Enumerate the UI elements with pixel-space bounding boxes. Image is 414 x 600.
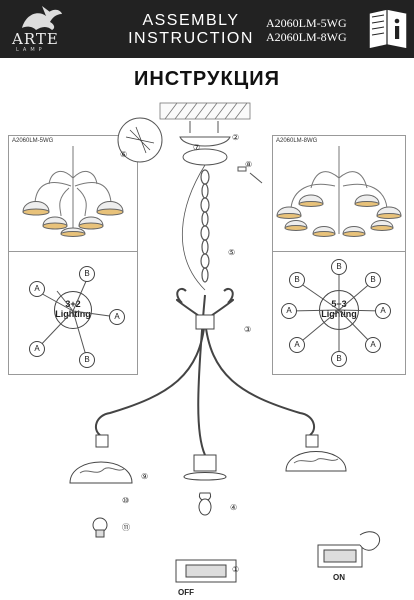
switch-node-a: A <box>375 303 391 319</box>
switch-node-b: B <box>79 352 95 368</box>
ceiling-hatch <box>159 102 251 120</box>
step-marker-6: ⑥ <box>120 150 128 159</box>
switch-node-a: A <box>281 303 297 319</box>
switch-on-label: ON <box>333 573 345 582</box>
step-marker-7: ⑦ <box>193 143 201 152</box>
model-2: A2060LM-8WG <box>266 30 347 44</box>
step-marker-9: ⑨ <box>141 472 149 481</box>
left-model-panel: A2060LM-5WG 3+2 Lighting <box>8 135 138 375</box>
right-model-label: A2060LM-8WG <box>276 138 318 144</box>
griffin-logo-icon <box>22 6 62 31</box>
document-title: ИНСТРУКЦИЯ <box>133 68 281 90</box>
step-marker-1: ① <box>232 565 240 574</box>
step-marker-4: ④ <box>230 503 238 512</box>
lighting-connector-lines <box>36 278 118 360</box>
switch-off-label: OFF <box>178 588 194 597</box>
info-book-icon <box>368 8 408 50</box>
assembly-diagram <box>69 102 380 583</box>
chandelier-5-lamp-illustration <box>22 146 124 237</box>
switch-node-b: B <box>289 272 305 288</box>
header-bar: ARTE LAMP ASSEMBLY INSTRUCTION A2060LM-5… <box>0 0 414 58</box>
switch-node-a: A <box>29 341 45 357</box>
brand-subtitle: LAMP <box>16 47 46 53</box>
step-marker-2: ② <box>232 133 240 142</box>
title-line-1: ASSEMBLY <box>142 12 240 29</box>
title-line-2: INSTRUCTION <box>128 30 254 47</box>
switch-node-b: B <box>365 272 381 288</box>
step-marker-3: ③ <box>244 325 252 334</box>
step-marker-10: ⑩ <box>122 496 130 505</box>
panel-divider <box>9 251 137 252</box>
switch-node-a: A <box>289 337 305 353</box>
chandelier-8-lamp-illustration <box>276 146 402 237</box>
switch-node-b: B <box>79 266 95 282</box>
switch-node-a: B <box>331 259 347 275</box>
step-marker-8: ⑧ <box>245 160 253 169</box>
brand-name: ARTE <box>12 30 59 48</box>
switch-node-a: A <box>109 309 125 325</box>
lighting-center-circle <box>54 291 92 329</box>
switch-node-b: B <box>331 351 347 367</box>
model-list: A2060LM-5WG A2060LM-8WG <box>266 16 366 44</box>
model-1: A2060LM-5WG <box>266 16 347 30</box>
step-marker-11: ⑪ <box>122 523 130 532</box>
lighting-mode-label: 3+2 Lighting <box>55 299 91 319</box>
right-model-panel: A2060LM-8WG 5+3 Lighting <box>272 135 406 375</box>
left-model-label: A2060LM-5WG <box>12 138 54 144</box>
panel-divider <box>273 251 405 252</box>
assembly-title: ASSEMBLY INSTRUCTION <box>116 12 266 48</box>
step-marker-5: ⑤ <box>228 248 236 257</box>
switch-node-a: A <box>29 281 45 297</box>
switch-node-a: A <box>365 337 381 353</box>
